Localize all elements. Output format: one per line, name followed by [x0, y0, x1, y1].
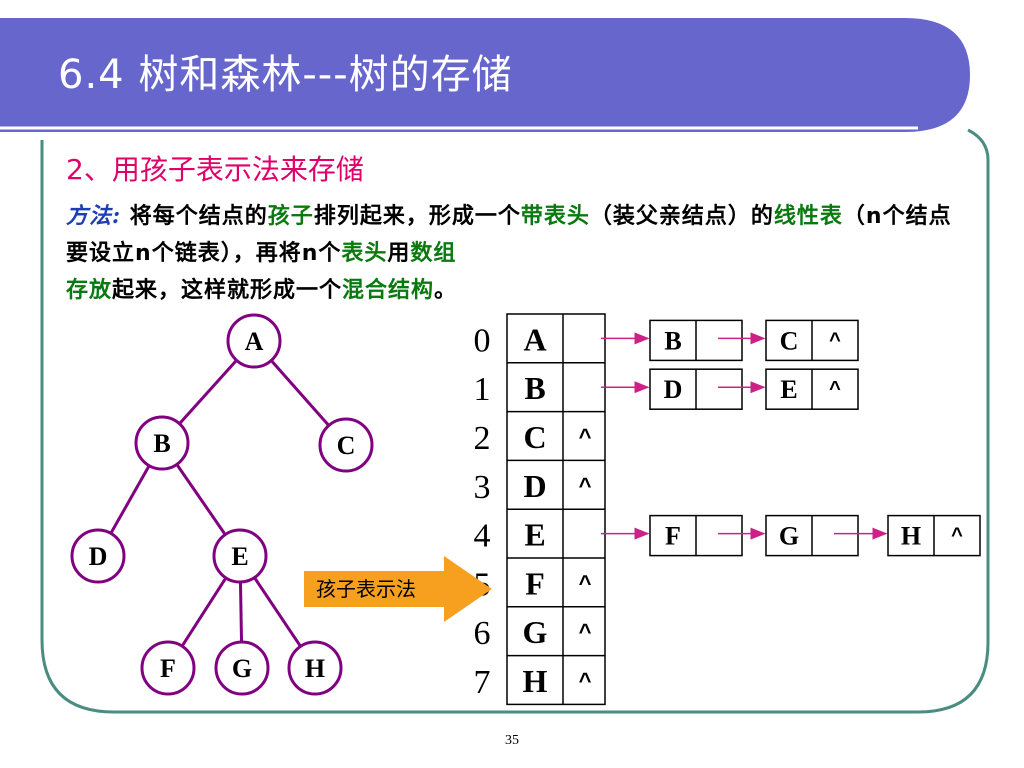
- tree-node-label: H: [305, 654, 325, 683]
- tree-edge: [109, 464, 151, 535]
- array-index: 2: [474, 420, 491, 457]
- method-text: n: [865, 204, 883, 229]
- array-index: 1: [474, 371, 491, 408]
- page-title: 6.4 树和森林---树的存储: [58, 52, 513, 98]
- child-node-data: C: [780, 326, 799, 355]
- tree-node-label: F: [160, 654, 176, 683]
- method-text: 个链表），再将: [151, 240, 302, 266]
- title-bar: [0, 18, 970, 132]
- method-text: 用: [387, 240, 411, 266]
- tree-edge: [253, 576, 302, 648]
- page-number: 35: [505, 733, 519, 748]
- child-node-data: B: [664, 326, 681, 355]
- array-cell-data: F: [525, 565, 545, 601]
- method-text: （装父亲结点）的: [589, 203, 774, 229]
- child-node-data: D: [664, 375, 683, 404]
- method-text: 。: [434, 277, 458, 303]
- method-highlight: 表头: [341, 240, 388, 266]
- array-cell-data: A: [523, 321, 546, 357]
- array-cell-data: G: [523, 614, 548, 650]
- method-text: 个结点要设立: [66, 203, 952, 266]
- method-text: 个: [318, 240, 342, 266]
- child-node-data: E: [780, 375, 797, 404]
- method-text: （: [842, 203, 866, 229]
- tree-node-d: [70, 528, 126, 584]
- array-cell-data: C: [523, 419, 546, 455]
- method-text: 排列起来，形成一个: [313, 203, 521, 229]
- tree-node-a: [226, 313, 282, 369]
- tree-node-label: E: [231, 542, 248, 571]
- tree-node-e: [212, 528, 268, 584]
- tree-node-label: B: [153, 429, 170, 458]
- null-pointer: ^: [579, 668, 592, 693]
- method-text: n: [301, 241, 319, 266]
- tree-node-h: [287, 640, 343, 696]
- tree-edge: [270, 359, 330, 427]
- null-pointer: ^: [829, 329, 841, 351]
- method-text: 将每个结点的: [121, 203, 268, 229]
- array-index: 7: [474, 664, 491, 701]
- tree-edge: [238, 581, 244, 643]
- method-highlight: 孩子: [267, 203, 314, 229]
- null-pointer: ^: [579, 570, 592, 595]
- method-highlight: 线性表: [773, 203, 843, 229]
- tree-node-f: [140, 640, 196, 696]
- null-pointer: ^: [829, 378, 841, 400]
- array-cell-data: D: [523, 468, 546, 504]
- orange-arrow: [304, 556, 492, 622]
- null-pointer: ^: [951, 525, 963, 547]
- tree-node-label: A: [245, 327, 264, 356]
- section-subtitle: 2、用孩子表示法来存储: [66, 153, 364, 186]
- method-highlight: 混合结构: [342, 277, 435, 303]
- array-cell-data: E: [524, 517, 545, 553]
- array-index: 6: [474, 615, 491, 652]
- array-index: 4: [474, 518, 491, 555]
- arrow-label: 孩子表示法: [316, 577, 416, 601]
- array-cell-data: H: [523, 663, 548, 699]
- tree-node-label: G: [232, 654, 252, 683]
- content-border: [40, 128, 990, 714]
- method-highlight: 带表头: [520, 203, 590, 229]
- method-label: 方法:: [66, 203, 122, 229]
- tree-edge: [180, 577, 228, 647]
- null-pointer: ^: [579, 424, 592, 449]
- tree-edge: [175, 463, 227, 536]
- child-node-data: F: [665, 522, 681, 551]
- method-text: n: [135, 241, 152, 266]
- null-pointer: ^: [579, 619, 592, 644]
- tree-node-g: [214, 640, 270, 696]
- method-text: 起来，这样就形成一个: [112, 277, 343, 303]
- tree-node-b: [134, 415, 190, 471]
- array-index: 0: [474, 322, 491, 359]
- tree-edge: [178, 359, 238, 425]
- array-index: 3: [474, 469, 491, 506]
- null-pointer: ^: [579, 473, 592, 498]
- child-node-data: H: [901, 522, 921, 551]
- tree-node-label: C: [337, 431, 356, 460]
- array-cell-data: B: [524, 370, 545, 406]
- tree-node-label: D: [89, 542, 108, 571]
- method-highlight: 数组: [410, 240, 457, 266]
- tree-node-c: [318, 417, 374, 473]
- method-highlight: 存放: [66, 277, 113, 303]
- method-paragraph: 方法: 将每个结点的孩子排列起来，形成一个带表头（装父亲结点）的线性表（n个结点…: [66, 198, 966, 308]
- child-node-data: G: [779, 522, 799, 551]
